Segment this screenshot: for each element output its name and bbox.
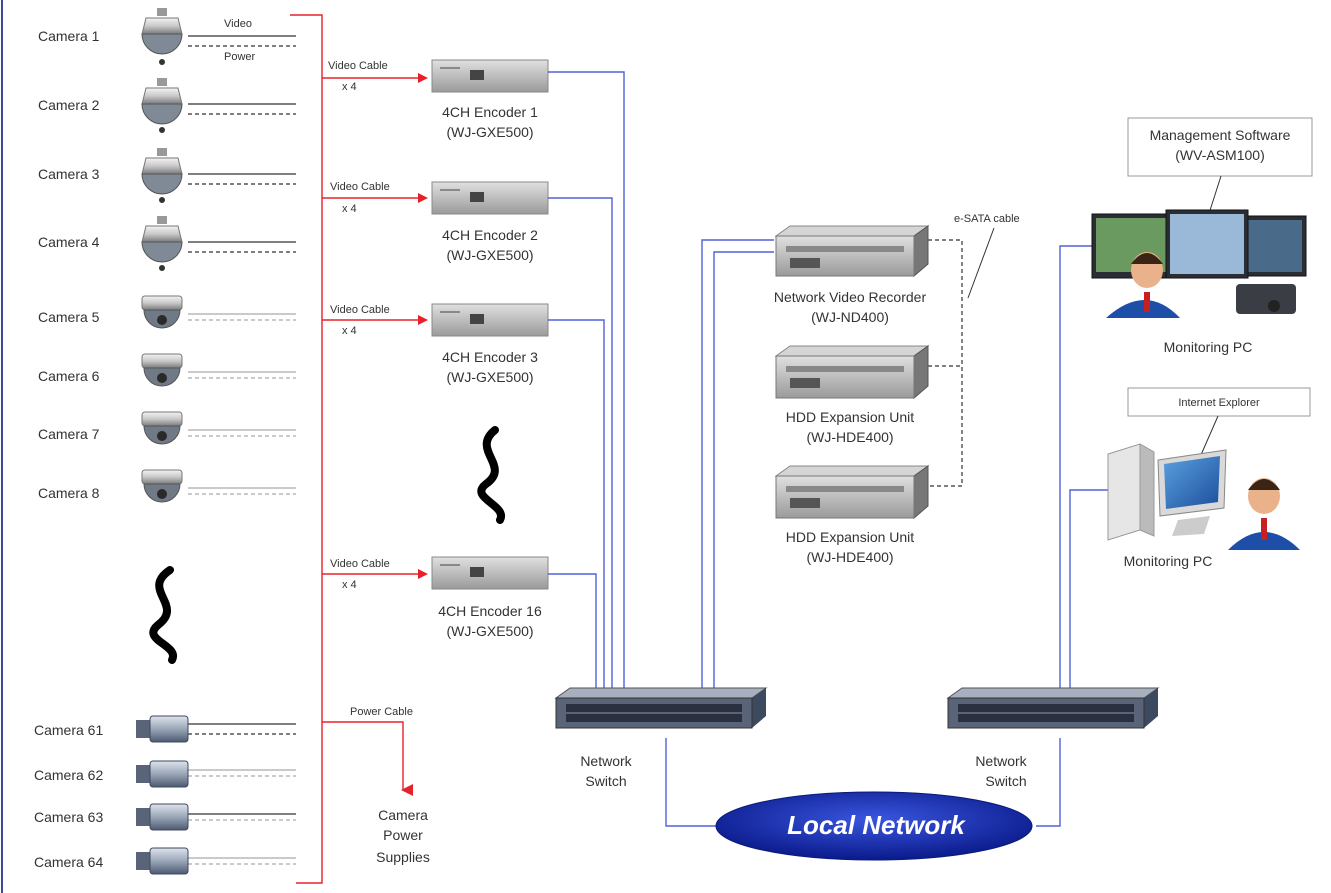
camera-label: Camera 63 <box>34 809 103 825</box>
svg-text:Supplies: Supplies <box>376 849 430 865</box>
esata-label: e-SATA cable <box>954 213 1020 225</box>
encoder-model: (WJ-GXE500) <box>446 124 533 140</box>
video-cable-label: Video Cable <box>328 60 388 72</box>
esata-pointer <box>967 227 995 299</box>
times4-label: x 4 <box>342 579 357 591</box>
desktop-pc-icon <box>1107 443 1227 541</box>
times4-label: x 4 <box>342 203 357 215</box>
power-label: Power <box>224 51 256 63</box>
switch-label: Network <box>580 753 632 769</box>
expansion-model: (WJ-HDE400) <box>806 429 893 445</box>
camera-label: Camera 64 <box>34 854 103 870</box>
user-icon <box>1228 478 1300 550</box>
network-switch-icon <box>554 687 768 729</box>
camera-label: Camera 7 <box>38 426 100 442</box>
management-software-label: Management Software (WV-ASM100) <box>1150 127 1291 163</box>
camera-label: Camera 3 <box>38 166 100 182</box>
power-cable-label: Power Cable <box>350 706 413 718</box>
mini-dome-camera-icon <box>141 411 183 445</box>
esata-cables <box>928 239 963 487</box>
management-software-box <box>1127 117 1313 177</box>
video-cable-label: Video Cable <box>330 558 390 570</box>
video-label: Video <box>224 18 252 30</box>
box-camera-icon <box>136 715 189 743</box>
svg-text:Camera: Camera <box>378 807 428 823</box>
camera-label: Camera 1 <box>38 28 100 44</box>
video-cable-label: Video Cable <box>330 304 390 316</box>
switch-label: Network <box>975 753 1027 769</box>
camera-label: Camera 2 <box>38 97 100 113</box>
user-icon <box>1106 252 1180 318</box>
hdd-expansion-icon <box>774 465 930 520</box>
box-camera-icon <box>136 760 189 788</box>
encoder-name: 4CH Encoder 16 <box>438 603 542 619</box>
camera-label: Camera 5 <box>38 309 100 325</box>
mini-dome-camera-icon <box>141 353 183 387</box>
hdd-expansion-icon <box>774 345 930 400</box>
encoder-model: (WJ-GXE500) <box>446 369 533 385</box>
box-camera-icon <box>136 847 189 875</box>
camera-label: Camera 61 <box>34 722 103 738</box>
monitoring-pc-label: Monitoring PC <box>1164 339 1253 355</box>
network-cables <box>548 71 1108 827</box>
camera-label: Camera 8 <box>38 485 100 501</box>
recorder-name: Network Video Recorder <box>774 289 927 305</box>
power-supplies-label: Camera Power Supplies <box>376 807 430 865</box>
camera-cables <box>188 35 296 865</box>
switch-labels: Network Switch Network Switch <box>580 753 1027 789</box>
switch-label: Switch <box>585 773 626 789</box>
encoder-name: 4CH Encoder 2 <box>442 227 538 243</box>
monitoring-pc-label: Monitoring PC <box>1124 553 1213 569</box>
encoder-name: 4CH Encoder 3 <box>442 349 538 365</box>
svg-text:Management Software: Management Software <box>1150 127 1291 143</box>
ptz-dome-camera-icon <box>141 148 183 203</box>
monitoring-pc-workstation <box>1091 209 1307 314</box>
camera-label: Camera 6 <box>38 368 100 384</box>
local-network-ellipse <box>715 791 1033 861</box>
encoder-icon <box>431 59 549 93</box>
encoder-labels: 4CH Encoder 1 (WJ-GXE500) 4CH Encoder 2 … <box>438 104 542 639</box>
camera-label: Camera 62 <box>34 767 103 783</box>
expansion-name: HDD Expansion Unit <box>786 529 914 545</box>
svg-text:Power: Power <box>383 827 423 843</box>
continuation-squiggle <box>477 426 505 524</box>
video-cable-label: Video Cable <box>330 181 390 193</box>
mini-dome-camera-icon <box>141 469 183 503</box>
encoder-icon <box>431 556 549 590</box>
recorder-model: (WJ-ND400) <box>811 309 889 325</box>
svg-text:(WV-ASM100): (WV-ASM100) <box>1175 147 1264 163</box>
switch-label: Switch <box>985 773 1026 789</box>
power-video-bus <box>290 14 428 884</box>
network-switch-icon <box>946 687 1160 729</box>
recorder-labels: Network Video Recorder (WJ-ND400) HDD Ex… <box>774 289 927 565</box>
camera-label: Camera 4 <box>38 234 100 250</box>
internet-explorer-box <box>1127 387 1311 417</box>
ptz-dome-camera-icon <box>141 78 183 133</box>
ptz-dome-camera-icon <box>141 8 183 65</box>
camera-labels: Camera 1 Camera 2 Camera 3 Camera 4 Came… <box>34 28 103 870</box>
mini-dome-camera-icon <box>141 295 183 329</box>
encoder-icon <box>431 303 549 337</box>
internet-explorer-label: Internet Explorer <box>1178 397 1260 409</box>
encoder-icon <box>431 181 549 215</box>
encoder-model: (WJ-GXE500) <box>446 247 533 263</box>
ptz-dome-camera-icon <box>141 216 183 271</box>
encoder-model: (WJ-GXE500) <box>446 623 533 639</box>
expansion-model: (WJ-HDE400) <box>806 549 893 565</box>
local-network-label: Local Network <box>787 810 966 840</box>
continuation-squiggle <box>149 566 177 664</box>
box-camera-icon <box>136 803 189 831</box>
times4-label: x 4 <box>342 81 357 93</box>
times4-label: x 4 <box>342 325 357 337</box>
expansion-name: HDD Expansion Unit <box>786 409 914 425</box>
recorder-icon <box>774 225 930 278</box>
encoder-name: 4CH Encoder 1 <box>442 104 538 120</box>
